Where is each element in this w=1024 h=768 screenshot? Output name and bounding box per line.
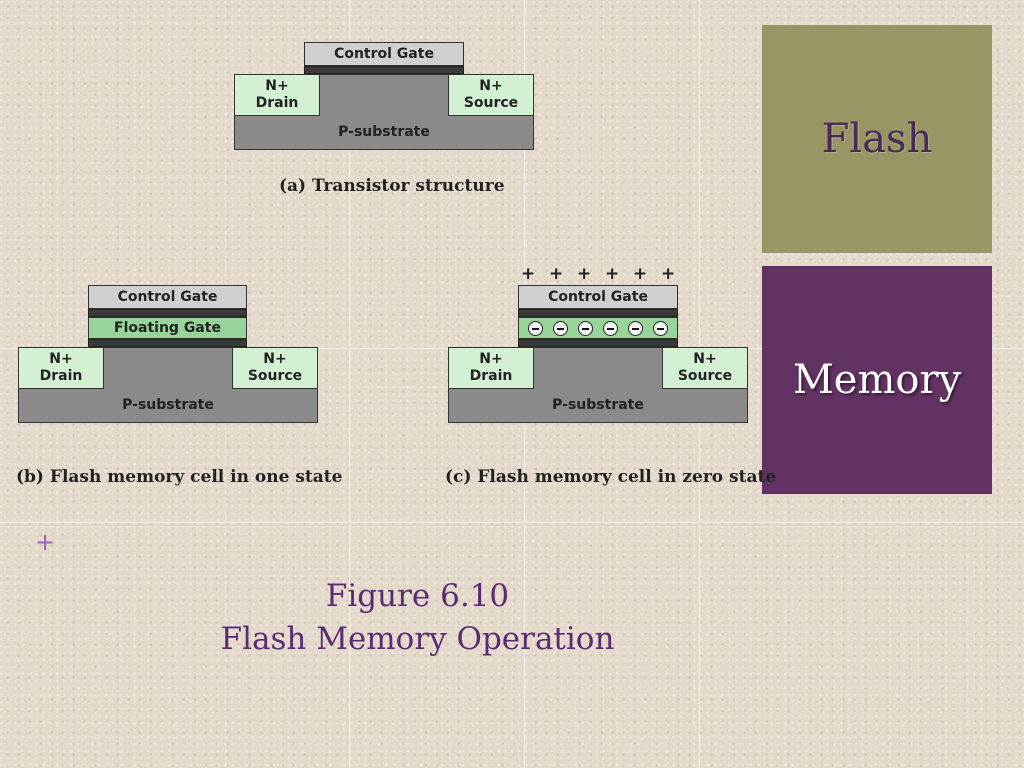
source-type: N+ — [479, 78, 503, 94]
figure-title: Flash Memory Operation — [220, 621, 615, 657]
control-gate: Control Gate — [88, 285, 247, 309]
control-gate: Control Gate — [304, 42, 464, 66]
oxide-layer — [518, 339, 678, 347]
plus-icon: + — [35, 528, 56, 556]
positive-charge: + — [521, 264, 536, 284]
positive-charge: + — [549, 264, 564, 284]
control-gate: Control Gate — [518, 285, 678, 309]
electron-icon — [578, 321, 593, 336]
floating-gate: Floating Gate — [88, 317, 247, 339]
flash-title-tile: Flash — [762, 25, 992, 253]
oxide-layer — [518, 309, 678, 317]
drain-type: N+ — [265, 78, 289, 94]
electron-icon — [628, 321, 643, 336]
source-label: Source — [463, 95, 519, 111]
grid-line — [349, 0, 350, 768]
source-label: Source — [677, 368, 733, 384]
oxide-layer — [88, 339, 247, 347]
electron-icon — [653, 321, 668, 336]
caption-a: (a) Transistor structure — [279, 176, 505, 196]
n-drain: N+ Drain — [448, 347, 534, 389]
source-type: N+ — [263, 351, 287, 367]
positive-charge: + — [633, 264, 648, 284]
caption-b: (b) Flash memory cell in one state — [16, 467, 343, 487]
drain-type: N+ — [479, 351, 503, 367]
memory-title: Memory — [792, 357, 962, 403]
n-source: N+ Source — [448, 74, 534, 116]
figure-number: Figure 6.10 — [325, 578, 510, 614]
n-drain: N+ Drain — [18, 347, 104, 389]
memory-title-tile: Memory — [762, 266, 992, 494]
n-source: N+ Source — [662, 347, 748, 389]
positive-charge: + — [661, 264, 676, 284]
caption-c: (c) Flash memory cell in zero state — [445, 467, 777, 487]
n-drain: N+ Drain — [234, 74, 320, 116]
drain-label: Drain — [255, 95, 299, 111]
positive-charge: + — [605, 264, 620, 284]
source-type: N+ — [693, 351, 717, 367]
grid-line — [0, 522, 1024, 523]
flash-title: Flash — [821, 116, 933, 162]
oxide-layer — [304, 66, 464, 74]
positive-charge: + — [577, 264, 592, 284]
electron-icon — [528, 321, 543, 336]
drain-label: Drain — [39, 368, 83, 384]
source-label: Source — [247, 368, 303, 384]
electron-icon — [603, 321, 618, 336]
drain-label: Drain — [469, 368, 513, 384]
n-source: N+ Source — [232, 347, 318, 389]
drain-type: N+ — [49, 351, 73, 367]
oxide-layer — [88, 309, 247, 317]
electron-icon — [553, 321, 568, 336]
